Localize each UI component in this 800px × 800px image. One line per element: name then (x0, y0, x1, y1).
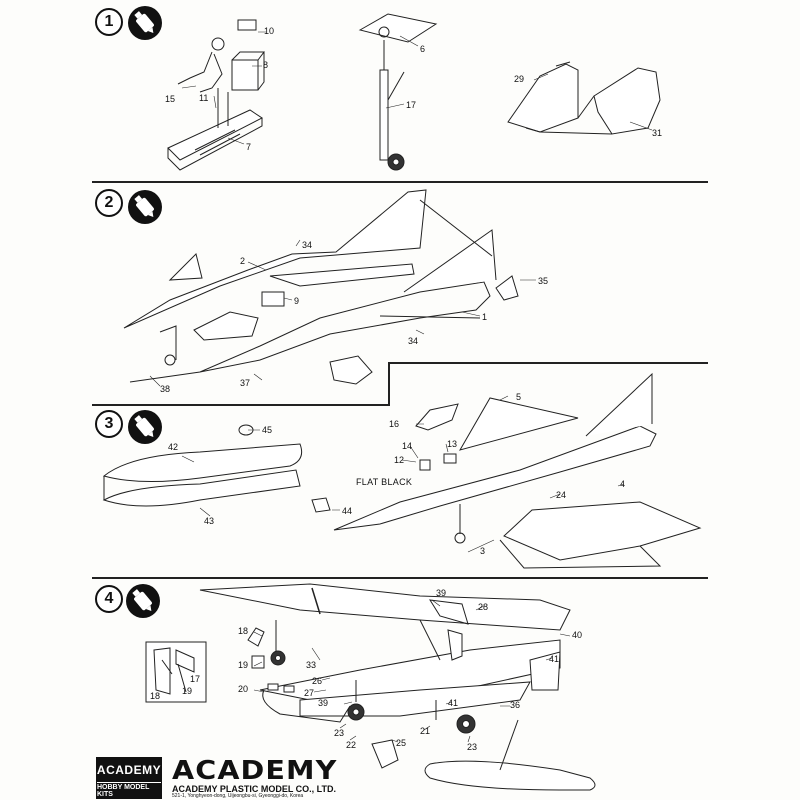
part-label: 11 (199, 93, 209, 103)
part-label: 21 (420, 726, 431, 736)
drop-tank-drawing (102, 424, 331, 513)
part-label: 33 (306, 660, 317, 670)
part-label: 28 (478, 602, 489, 612)
part-label: 17 (190, 674, 201, 684)
part-label: 20 (238, 684, 249, 694)
step-2-number: 2 (95, 189, 123, 217)
part-label: 9 (294, 296, 300, 306)
divider-step2-notch (388, 362, 390, 406)
step-3-number: 3 (95, 410, 123, 438)
divider-step2 (92, 404, 388, 406)
part-label: 40 (572, 630, 583, 640)
flat-black-note: FLAT BLACK (356, 477, 413, 487)
academy-wordmark: ACADEMY (172, 756, 338, 786)
part-label: 31 (652, 128, 663, 138)
part-label: 7 (246, 142, 252, 152)
part-label: 42 (168, 442, 179, 452)
part-label: 27 (304, 688, 315, 698)
part-label: 8 (263, 60, 269, 70)
part-label: 25 (396, 738, 407, 748)
part-label: 36 (510, 700, 521, 710)
part-label: 39 (436, 588, 447, 598)
underside-assembly-drawing (199, 583, 596, 791)
fuselage-assembly-drawing (123, 189, 519, 385)
part-label: 18 (238, 626, 249, 636)
part-label: 39 (318, 698, 329, 708)
part-label: 18 (150, 691, 161, 701)
cockpit-tub-drawing (167, 19, 265, 171)
part-label: 17 (406, 100, 417, 110)
part-label: 22 (346, 740, 357, 750)
step-4-number: 4 (95, 585, 123, 613)
divider-step1 (92, 181, 708, 183)
part-label: 35 (538, 276, 549, 286)
company-name: ACADEMY PLASTIC MODEL CO., LTD. (172, 784, 337, 794)
company-address: 521-1, Yonghyeon-dong, Uijeongbu-si, Gye… (172, 793, 304, 799)
brand-badge-title: ACADEMY (97, 758, 161, 782)
part-label: 3 (480, 546, 486, 556)
part-label: 44 (342, 506, 353, 516)
part-label: 23 (467, 742, 478, 752)
part-label: 38 (160, 384, 171, 394)
part-label: 41 (448, 698, 459, 708)
part-label: 10 (264, 26, 275, 36)
part-label: 24 (556, 490, 567, 500)
glue-tube-icon (126, 584, 160, 618)
part-label: 16 (389, 419, 400, 429)
part-label: 37 (240, 378, 251, 388)
part-label: 23 (334, 728, 345, 738)
part-label: 12 (394, 455, 405, 465)
part-label: 26 (312, 676, 323, 686)
part-label: 14 (402, 441, 413, 451)
nose-gear-drawing (358, 13, 438, 171)
part-label: 19 (238, 660, 249, 670)
aircraft-wing-assembly-drawing (333, 372, 702, 569)
part-label: 19 (182, 686, 193, 696)
part-label: 15 (165, 94, 176, 104)
part-label: 2 (240, 256, 246, 266)
leader-lines (149, 31, 653, 743)
part-label: 5 (516, 392, 522, 402)
part-label: 13 (447, 439, 458, 449)
part-label: 1 (482, 312, 488, 322)
part-label: 6 (420, 44, 426, 54)
part-label: 34 (302, 240, 313, 250)
part-label: 43 (204, 516, 215, 526)
part-label: 29 (514, 74, 525, 84)
brand-badge-subtitle: HOBBY MODEL KITS (97, 782, 161, 799)
part-label: 4 (620, 479, 626, 489)
divider-step3 (92, 577, 708, 579)
canopy-parts-drawing (507, 61, 661, 135)
glue-tube-icon (128, 410, 162, 444)
step-1-number: 1 (95, 8, 123, 36)
part-label: 41 (549, 654, 560, 664)
divider-step2b (388, 362, 708, 364)
glue-tube-icon (128, 6, 162, 40)
gear-door-detail-inset (145, 641, 207, 703)
glue-tube-icon (128, 190, 162, 224)
part-label: 45 (262, 425, 273, 435)
part-label: 34 (408, 336, 419, 346)
academy-logo-badge: ACADEMY HOBBY MODEL KITS (96, 757, 162, 799)
